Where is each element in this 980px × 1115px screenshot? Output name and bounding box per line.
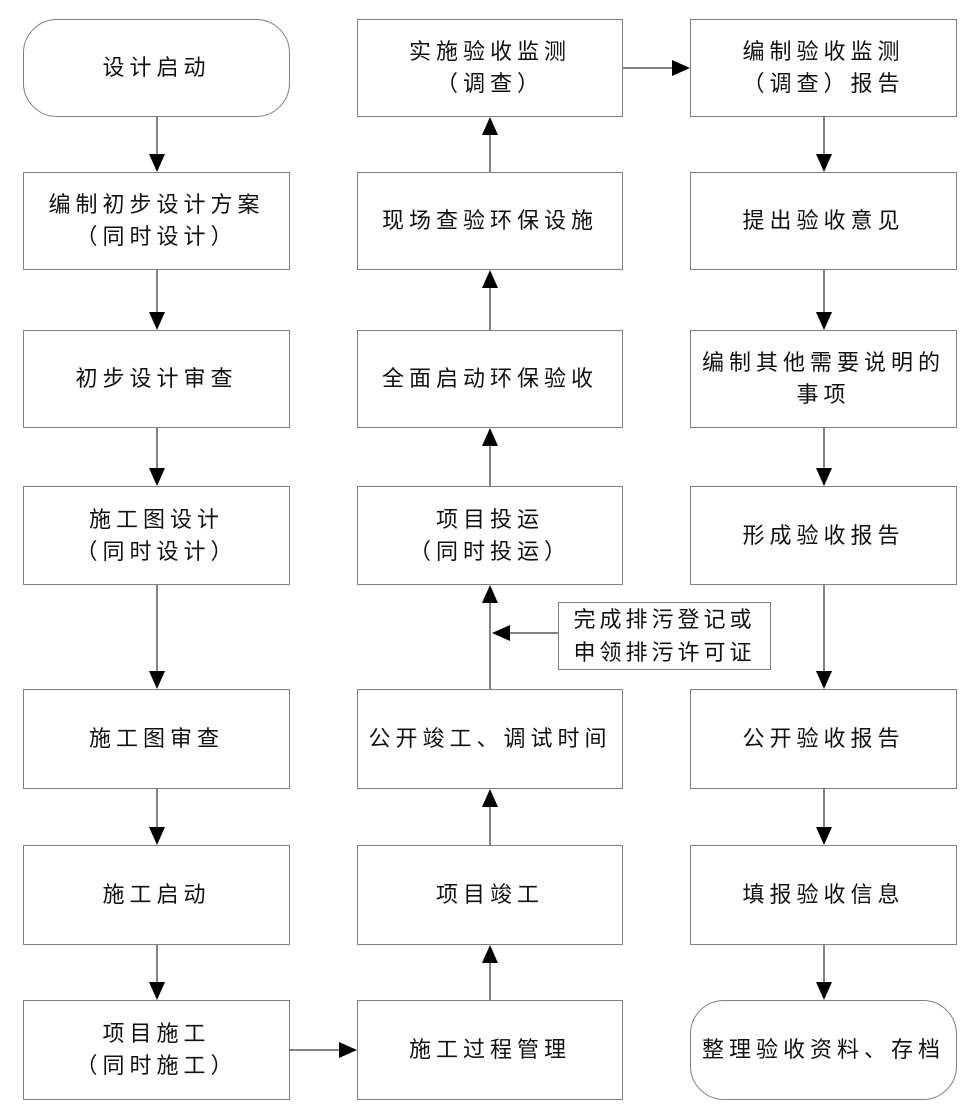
node-label: 编制验收监测 (742, 39, 905, 64)
node-project-completion: 项目竣工 (357, 845, 623, 945)
node-label: 项目投运 (435, 506, 544, 532)
node-label: 公开验收报告 (742, 726, 905, 751)
node-label: 实施验收监测 (408, 39, 571, 64)
node-label: 完成排污登记或 (573, 607, 756, 632)
arrowhead-icon (482, 585, 498, 603)
node-label: 施工过程管理 (408, 1037, 571, 1062)
node-label: 施工启动 (102, 882, 211, 907)
node-sublabel: 申领排污许可证 (573, 640, 756, 665)
arrowhead-icon (482, 945, 498, 963)
node-construction-drawing-design: 施工图设计 （同时设计） (23, 486, 290, 585)
node-label: 整理验收资料、存档 (701, 1037, 945, 1062)
arrowhead-icon (816, 982, 832, 1000)
node-label: 形成验收报告 (742, 522, 905, 548)
node-label: 初步设计审查 (75, 366, 238, 391)
arrowhead-icon (149, 154, 165, 172)
arrowhead-icon (482, 270, 498, 288)
node-label: 公开竣工、调试时间 (368, 726, 612, 751)
node-sublabel: 事项 (796, 382, 851, 407)
node-label: 项目施工 (102, 1021, 211, 1046)
arrowhead-icon (482, 789, 498, 807)
arrowhead-icon (482, 117, 498, 135)
arrowhead-icon (816, 154, 832, 172)
node-construction-start: 施工启动 (23, 845, 290, 945)
node-label: 现场查验环保设施 (381, 208, 598, 233)
node-fill-acceptance-info: 填报验收信息 (690, 845, 957, 945)
arrowhead-icon (149, 312, 165, 330)
node-compile-monitoring-report: 编制验收监测 （调查）报告 (690, 19, 957, 117)
node-propose-acceptance-opinions: 提出验收意见 (690, 172, 957, 270)
node-form-acceptance-report: 形成验收报告 (690, 486, 957, 585)
node-label: 施工图审查 (88, 726, 224, 751)
node-prelim-design-plan: 编制初步设计方案 （同时设计） (23, 172, 290, 270)
node-label: 提出验收意见 (742, 208, 905, 233)
arrowhead-icon (816, 671, 832, 689)
node-compile-other-matters: 编制其他需要说明的 事项 (690, 330, 957, 428)
arrowhead-icon (149, 671, 165, 689)
node-construction-process-mgmt: 施工过程管理 (357, 1000, 623, 1100)
node-project-construction: 项目施工 （同时施工） (23, 1000, 290, 1100)
arrowhead-icon (816, 312, 832, 330)
node-sublabel: （同时施工） (75, 1053, 238, 1078)
node-publicize-acceptance-report: 公开验收报告 (690, 689, 957, 789)
node-label: 填报验收信息 (742, 882, 905, 907)
node-sublabel: （同时设计） (75, 538, 238, 564)
node-archive-materials: 整理验收资料、存档 (690, 1000, 957, 1100)
node-label: 编制其他需要说明的 (701, 350, 945, 375)
node-label: 设计启动 (102, 55, 211, 80)
arrowhead-icon (492, 625, 510, 641)
node-label: 施工图设计 (88, 506, 224, 532)
node-construction-drawing-review: 施工图审查 (23, 689, 290, 789)
node-launch-env-acceptance: 全面启动环保验收 (357, 330, 623, 428)
node-project-operation: 项目投运 （同时投运） (357, 486, 623, 585)
node-label: 项目竣工 (435, 882, 544, 907)
node-prelim-design-review: 初步设计审查 (23, 330, 290, 428)
node-sublabel: （调查） (435, 71, 544, 96)
node-sublabel: （同时投运） (408, 538, 571, 564)
node-publicize-completion-time: 公开竣工、调试时间 (357, 689, 623, 789)
node-sublabel: （同时设计） (75, 224, 238, 249)
node-implement-acceptance-monitoring: 实施验收监测 （调查） (357, 19, 623, 117)
arrowhead-icon (816, 827, 832, 845)
node-pollution-permit: 完成排污登记或 申领排污许可证 (558, 602, 771, 670)
arrowhead-icon (816, 468, 832, 486)
node-design-start: 设计启动 (23, 19, 290, 117)
arrowhead-icon (339, 1042, 357, 1058)
node-label: 全面启动环保验收 (381, 366, 598, 391)
arrowhead-icon (149, 982, 165, 1000)
arrowhead-icon (149, 827, 165, 845)
arrowhead-icon (672, 60, 690, 76)
node-label: 编制初步设计方案 (48, 192, 265, 217)
node-site-inspect-env-facilities: 现场查验环保设施 (357, 172, 623, 270)
arrowhead-icon (149, 468, 165, 486)
node-sublabel: （调查）报告 (742, 71, 905, 96)
arrowhead-icon (482, 428, 498, 446)
